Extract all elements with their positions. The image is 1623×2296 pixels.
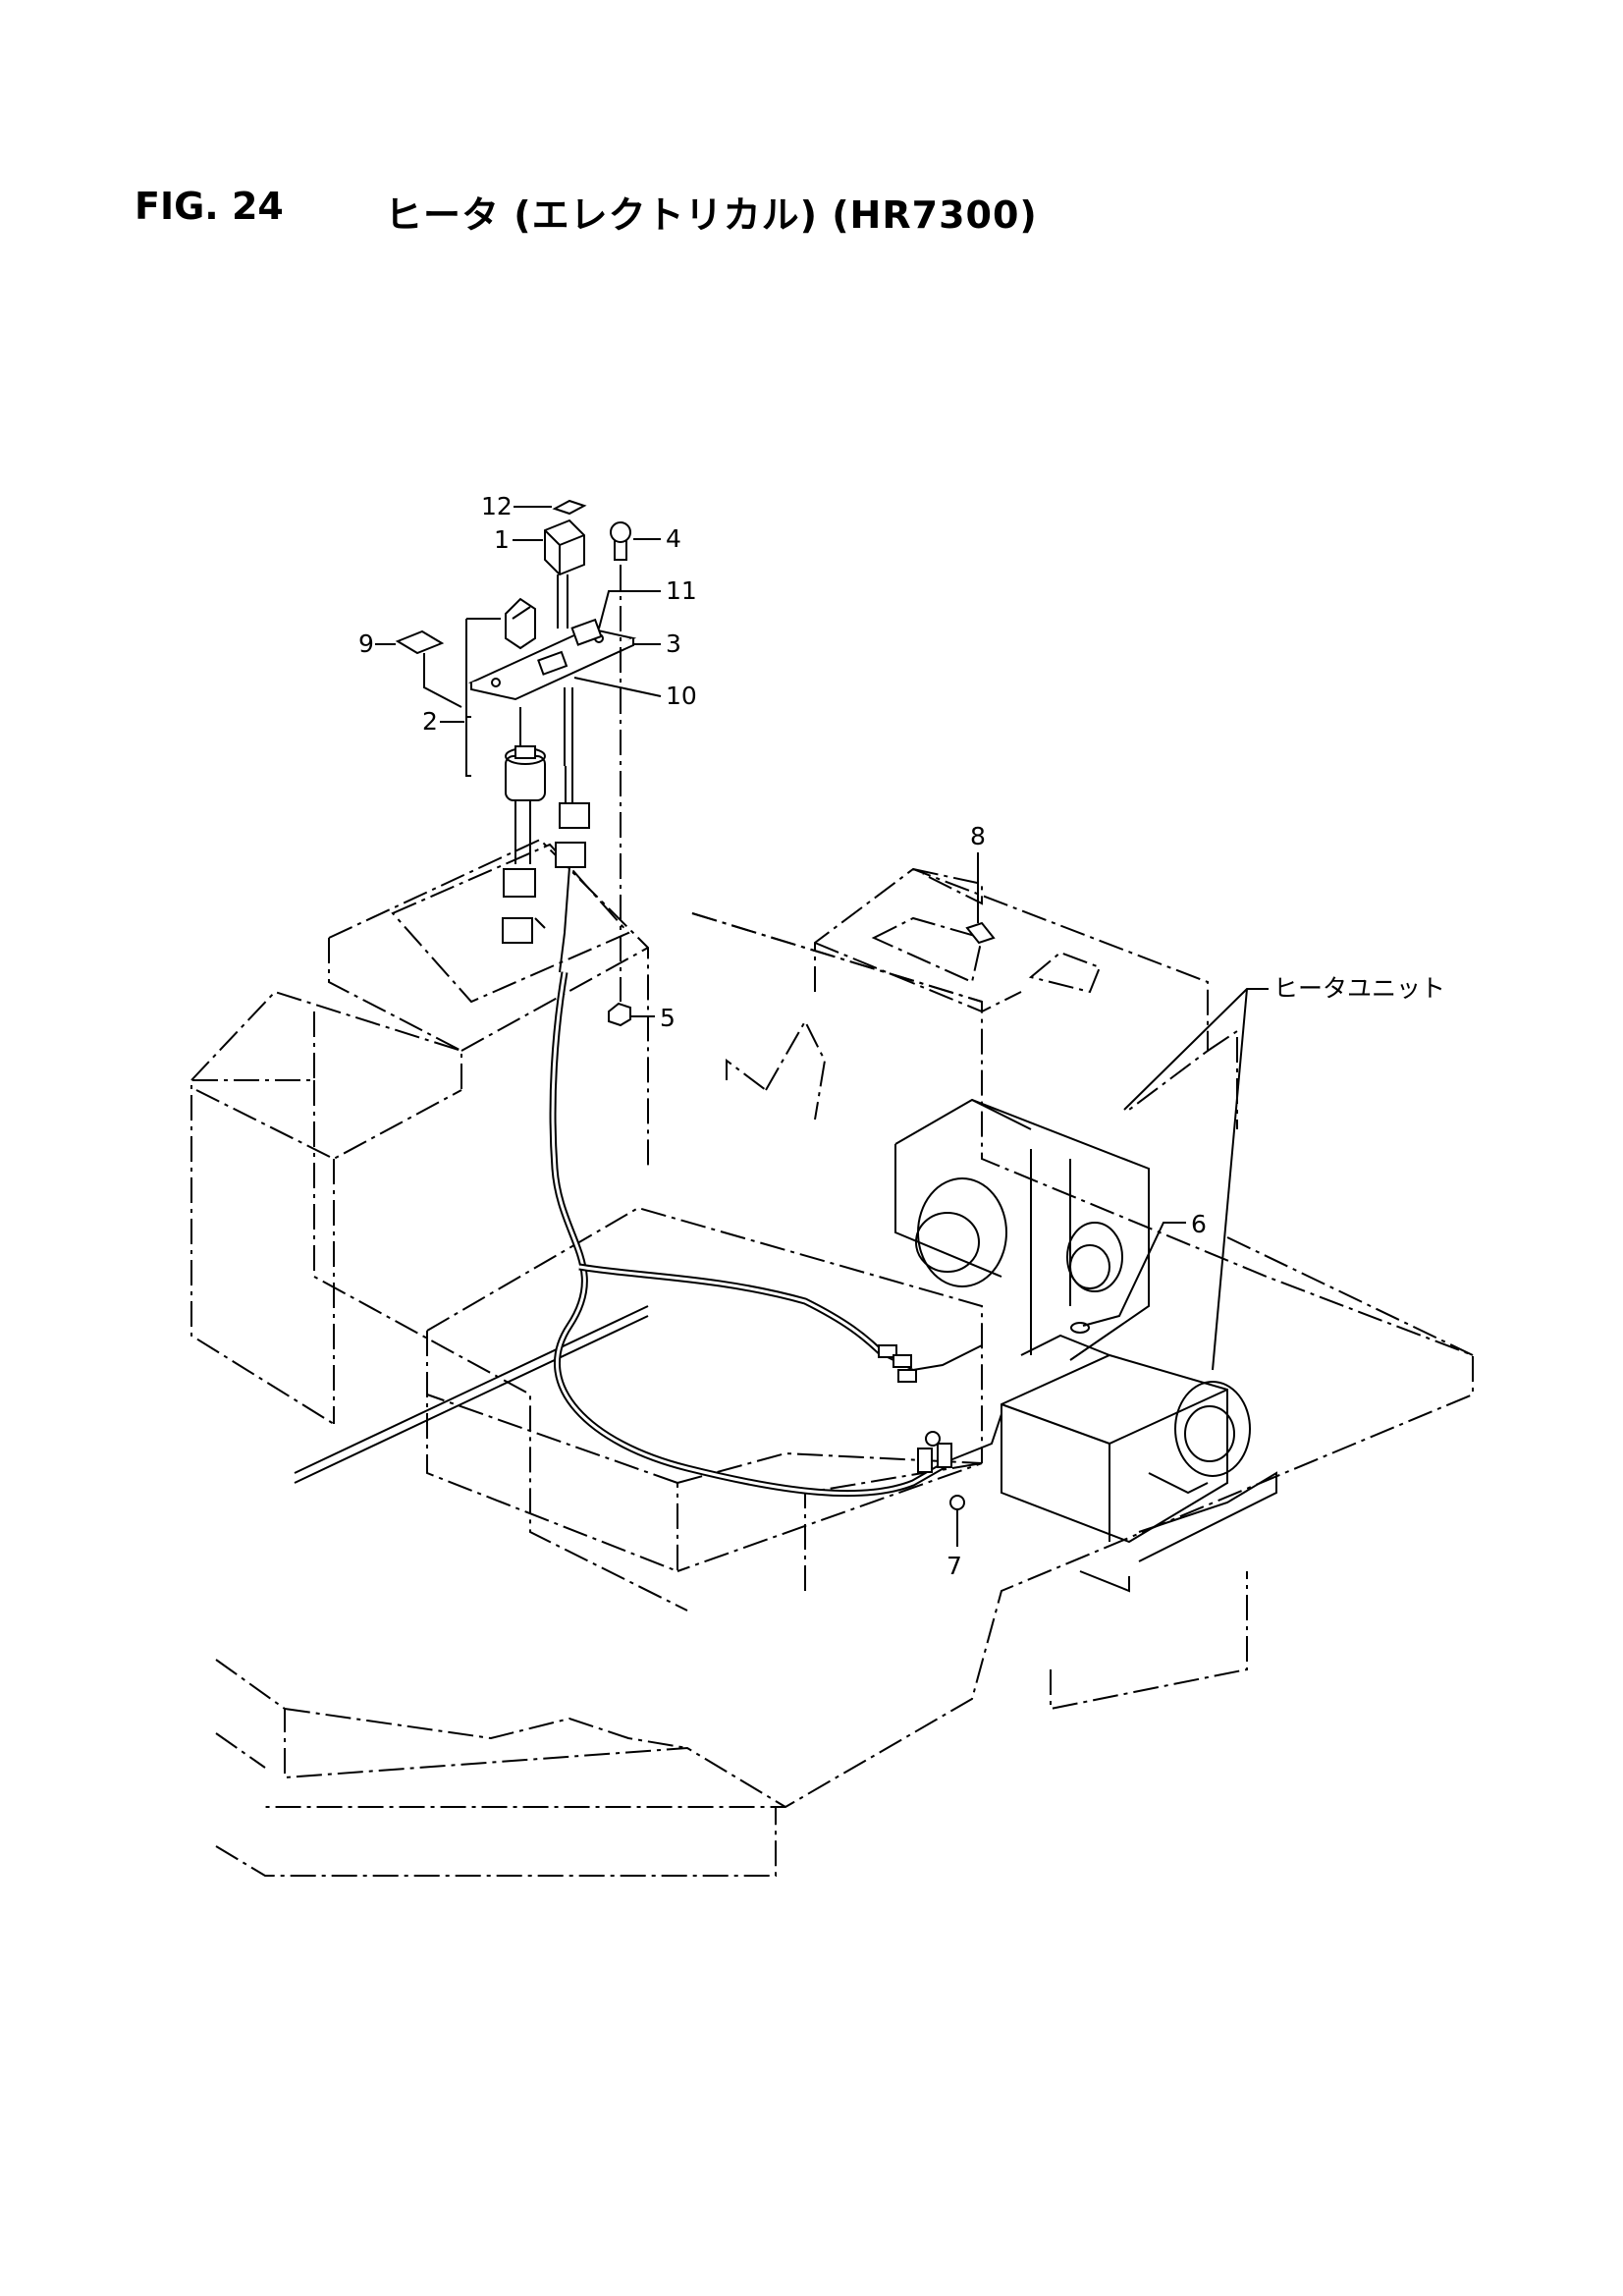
floor-tunnel [426,1206,983,1591]
callout-3: 3 [666,629,681,658]
callout-2: 2 [422,707,438,736]
callout-10: 10 [666,682,697,710]
wire-harness [549,971,1002,1510]
vehicle-floor-outline [215,912,1474,1877]
callout-9: 9 [358,629,374,658]
callout-12: 12 [481,492,513,520]
callout-heater-unit: ヒータユニット [1273,974,1445,1003]
callout-11: 11 [666,576,697,605]
callout-5: 5 [660,1004,676,1032]
callout-4: 4 [666,524,681,553]
callout-6: 6 [1191,1210,1207,1238]
console-block [190,838,649,1484]
figure-title: ヒータ (エレクトリカル) (HR7300) [385,193,1038,237]
callout-7: 7 [947,1552,962,1580]
figure-number: FIG. 24 [135,185,284,228]
control-panel-assembly [395,499,637,1027]
callout-1: 1 [494,525,510,554]
callouts: 12 1 4 11 3 9 10 2 5 8 6 7 ヒータユニット [358,492,1445,1580]
heater-unit [894,1098,1277,1593]
callout-8: 8 [970,822,986,850]
